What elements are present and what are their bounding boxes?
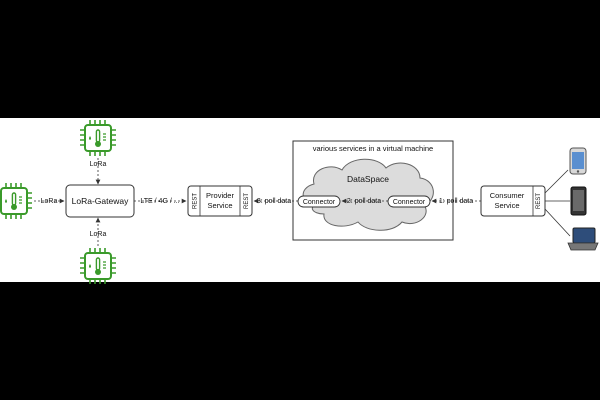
provider-rest-label-right: REST [244, 193, 250, 209]
provider-service-label-2: Service [207, 201, 232, 210]
connector-right-label: Connector [393, 199, 426, 206]
lora-top-label: LoRa [90, 161, 107, 168]
lora-gateway-label: LoRa-Gateway [72, 196, 129, 206]
tablet-icon [570, 186, 587, 216]
poll-2-label: 2: poll data [347, 198, 381, 205]
provider-service-box [187, 185, 253, 217]
laptop-link [544, 208, 571, 237]
connector-right-box [387, 195, 431, 208]
provider-service-label-1: Provider [206, 191, 234, 200]
dataspace-label: DataSpace [347, 174, 389, 184]
uplink-label: LTE / 4G / ... [140, 198, 179, 205]
lora-left-label: LoRa [41, 198, 58, 205]
connector-left-label: Connector [303, 199, 336, 206]
consumer-service-label-1: Consumer [490, 191, 525, 200]
provider-rest-label-left: REST [193, 193, 199, 209]
phone-link [544, 169, 569, 194]
poll-1-label: 1: poll data [439, 198, 473, 205]
virtual-machine-label: various services in a virtual machine [313, 144, 433, 153]
lora-bottom-label: LoRa [90, 231, 107, 238]
connector-left-box [297, 195, 341, 208]
consumer-service-label-2: Service [494, 201, 519, 210]
poll-3-label: 3: poll data [257, 198, 291, 205]
smartphone-icon [569, 147, 587, 175]
consumer-rest-label: REST [536, 193, 542, 209]
sensor-top-icon [79, 119, 117, 157]
laptop-icon [567, 227, 599, 251]
dataspace-cloud [302, 158, 434, 231]
sensor-left-icon [0, 182, 33, 220]
sensor-bottom-icon [79, 247, 117, 285]
